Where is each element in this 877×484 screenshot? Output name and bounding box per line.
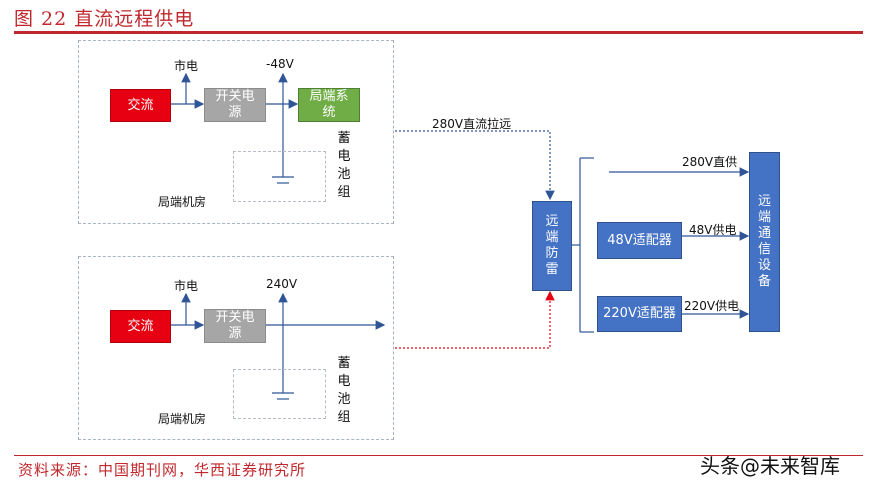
bottom-switch-label: 开关电源 <box>215 310 255 341</box>
bottom-voltage-label: 240V <box>266 277 298 291</box>
feed-48-label: 48V供电 <box>689 223 737 237</box>
top-room-frame <box>78 40 394 224</box>
bottom-battery-frame <box>233 369 326 419</box>
top-wires <box>170 72 299 184</box>
local-system-label: 局端系统 <box>309 89 349 120</box>
top-mains-label: 市电 <box>174 59 199 73</box>
remote-equipment-label: 远端通信设备 <box>757 194 771 289</box>
bottom-switch-power: 开关电源 <box>204 309 266 343</box>
top-room-label: 局端机房 <box>158 195 207 209</box>
top-switch-label: 开关电源 <box>215 89 255 120</box>
top-ac-source: 交流 <box>110 89 171 122</box>
adapter-48v: 48V适配器 <box>597 222 682 259</box>
bottom-room-frame <box>78 256 394 440</box>
top-switch-power: 开关电源 <box>204 88 266 122</box>
figure-title: 图 22 直流远程供电 <box>14 8 195 30</box>
top-battery-label: 蓄电池组 <box>337 131 351 200</box>
feed-280-label: 280V直供 <box>682 155 738 169</box>
watermark: 头条@未来智库 <box>700 454 840 478</box>
adapter-220v-label: 220V适配器 <box>603 306 676 321</box>
source-note: 资料来源：中国期刊网，华西证券研究所 <box>18 461 307 479</box>
lightning-label: 远端防雷 <box>545 214 559 277</box>
remote-equipment: 远端通信设备 <box>749 152 780 332</box>
adapter-48v-label: 48V适配器 <box>607 232 672 248</box>
top-battery-frame <box>233 151 326 202</box>
top-voltage-label: -48V <box>266 57 294 71</box>
bottom-battery-label: 蓄电池组 <box>337 356 351 425</box>
remote-link <box>395 130 555 349</box>
bottom-room-label: 局端机房 <box>158 412 207 426</box>
lightning-protector: 远端防雷 <box>532 201 572 291</box>
adapter-220v: 220V适配器 <box>597 296 682 332</box>
remote-wires <box>572 157 750 333</box>
bottom-ac-label: 交流 <box>127 318 154 334</box>
bottom-ac-source: 交流 <box>110 310 171 343</box>
local-system: 局端系统 <box>298 88 360 122</box>
feed-220-label: 220V供电 <box>684 299 740 313</box>
title-divider <box>14 31 863 34</box>
source-divider <box>14 455 863 456</box>
link-label: 280V直流拉远 <box>432 117 512 131</box>
bottom-wires <box>170 292 386 400</box>
bottom-mains-label: 市电 <box>174 279 199 293</box>
top-ac-label: 交流 <box>127 97 154 113</box>
